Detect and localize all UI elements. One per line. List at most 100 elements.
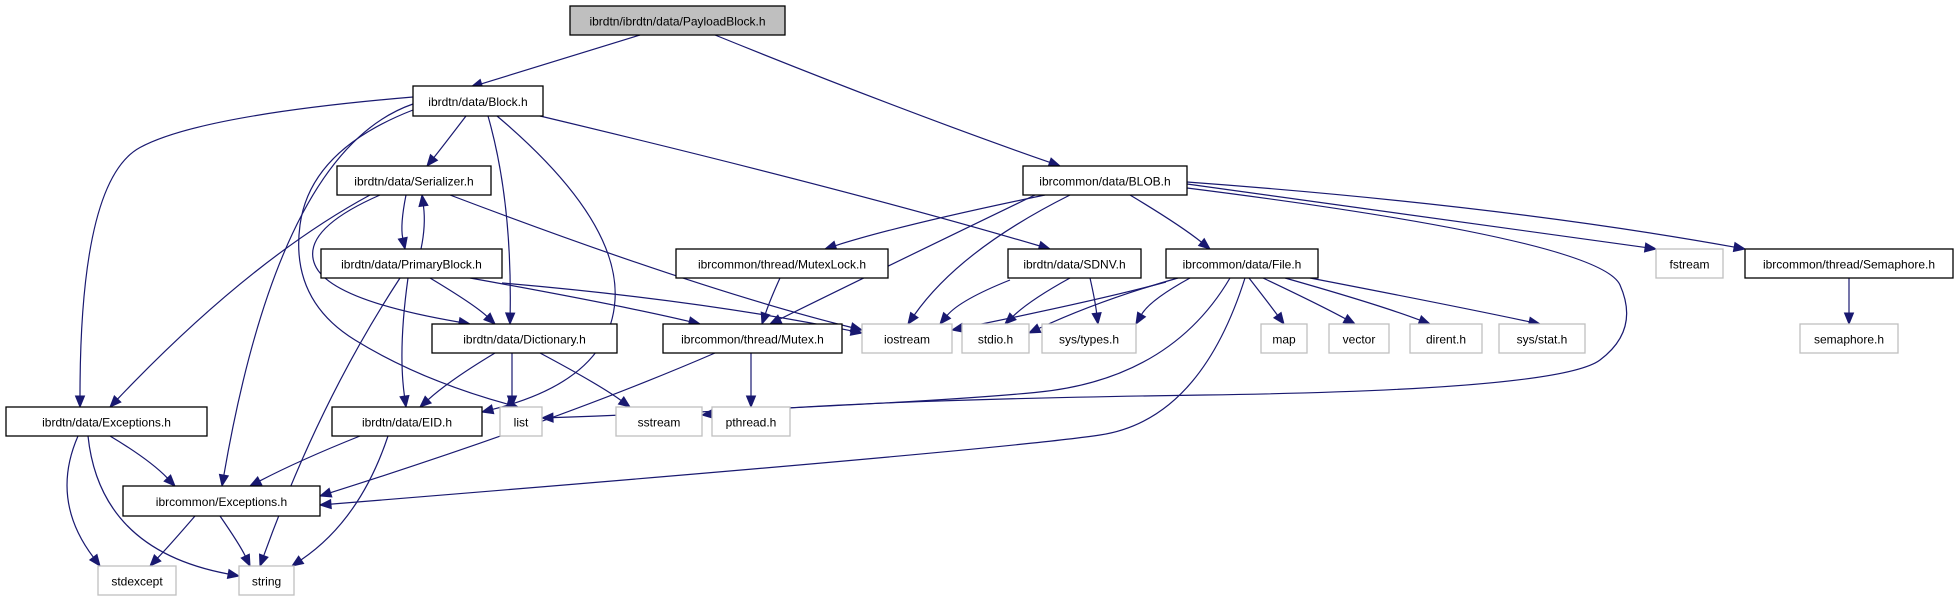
node-commonexceptions[interactable]: ibrcommon/Exceptions.h [122, 485, 321, 517]
node-map: map [1260, 323, 1308, 354]
arrowhead-icon [290, 555, 305, 567]
arrowhead-icon [506, 395, 518, 409]
edge-line [1141, 277, 1191, 315]
edge-line [764, 277, 781, 314]
node-label: sys/stat.h [1517, 333, 1568, 347]
arrowhead-icon [1732, 241, 1747, 253]
node-box [1165, 248, 1319, 279]
node-payloadblock[interactable]: ibrdtn/ibrdtn/data/PayloadBlock.h [569, 5, 786, 36]
arrowhead-icon [1417, 315, 1432, 325]
node-mutexlock[interactable]: ibrcommon/thread/MutexLock.h [675, 248, 889, 279]
node-label: semaphore.h [1814, 333, 1884, 347]
node-label: pthread.h [726, 416, 777, 430]
edge-line [87, 435, 229, 575]
node-pthread: pthread.h [711, 406, 791, 437]
edge-line [219, 515, 246, 557]
arrowhead-icon [1135, 311, 1147, 326]
edge-primaryblock-to-iostream [501, 282, 864, 336]
arrowhead-icon [760, 311, 771, 326]
arrowhead-icon [907, 311, 919, 326]
node-label: ibrdtn/data/Dictionary.h [463, 333, 586, 347]
node-label: ibrcommon/data/BLOB.h [1039, 175, 1170, 189]
edge-line [1262, 277, 1346, 320]
node-box [711, 406, 791, 437]
edge-line [714, 34, 1050, 163]
node-sdnv[interactable]: ibrdtn/data/SDNV.h [1007, 248, 1142, 279]
edge-primaryblock-to-eid [399, 277, 410, 409]
edge-line [539, 352, 622, 401]
node-label: ibrcommon/Exceptions.h [156, 495, 287, 509]
node-label: ibrdtn/data/PrimaryBlock.h [341, 258, 482, 272]
edge-dictionary-to-sstream [539, 352, 632, 408]
arrowhead-icon [419, 395, 433, 408]
arrowhead-icon [745, 395, 757, 409]
edge-line [835, 194, 1046, 247]
edge-line [1284, 277, 1420, 321]
node-label: ibrdtn/data/EID.h [362, 416, 452, 430]
edge-line [401, 277, 409, 397]
arrowhead-icon [1643, 242, 1658, 253]
edge-mutexlock-to-mutex [760, 277, 781, 326]
arrowhead-icon [74, 395, 86, 409]
node-primaryblock[interactable]: ibrdtn/data/PrimaryBlock.h [320, 248, 503, 279]
node-label: stdio.h [978, 333, 1013, 347]
edge-blob-to-sstream [700, 187, 1628, 420]
node-box [662, 323, 843, 354]
node-blob[interactable]: ibrcommon/data/BLOB.h [1022, 165, 1188, 196]
arrowhead-icon [1027, 323, 1042, 334]
node-box [238, 565, 295, 596]
arrowhead-icon [480, 404, 495, 415]
edge-file-to-commonexceptions [318, 277, 1246, 510]
node-box [615, 406, 703, 437]
edge-primaryblock-to-mutex [469, 277, 702, 327]
node-dtnexceptions[interactable]: ibrdtn/data/Exceptions.h [5, 406, 208, 437]
edge-payloadblock-to-blob [714, 34, 1062, 168]
node-box [1498, 323, 1586, 354]
edge-file-to-stdio [1027, 277, 1179, 334]
edge-line [157, 515, 196, 559]
node-label: dirent.h [1426, 333, 1466, 347]
arrowhead-icon [397, 236, 408, 251]
node-semaphoreh: semaphore.h [1799, 323, 1899, 354]
node-box [336, 165, 492, 196]
arrowhead-icon [504, 312, 516, 326]
node-string: string [238, 565, 295, 596]
node-file[interactable]: ibrcommon/data/File.h [1165, 248, 1319, 279]
edge-line [259, 435, 361, 482]
edge-commonexceptions-to-stdexcept [149, 515, 196, 567]
edge-block-to-serializer [426, 115, 467, 168]
edge-line [501, 282, 852, 332]
node-box [861, 323, 953, 354]
node-list: list [499, 406, 543, 437]
node-sstream: sstream [615, 406, 703, 437]
edge-line [433, 115, 467, 158]
node-semaphore[interactable]: ibrcommon/thread/Semaphore.h [1744, 248, 1954, 279]
edge-line [298, 109, 508, 405]
node-box [1041, 323, 1137, 354]
edge-file-to-map [1248, 277, 1285, 326]
edge-line [779, 194, 1036, 320]
node-block[interactable]: ibrdtn/data/Block.h [412, 85, 544, 117]
edge-blob-to-fstream [1186, 183, 1658, 253]
edge-eid-to-commonexceptions [248, 435, 361, 487]
arrowhead-icon [1047, 157, 1062, 168]
edge-serializer-to-dtnexceptions [109, 194, 371, 408]
edge-blob-to-file [1129, 194, 1212, 250]
node-eid[interactable]: ibrdtn/data/EID.h [331, 406, 483, 437]
arrowhead-icon [218, 473, 230, 488]
arrowhead-icon [163, 474, 176, 487]
arrowhead-icon [617, 395, 632, 408]
node-dictionary[interactable]: ibrdtn/data/Dictionary.h [431, 323, 618, 354]
edge-line [712, 187, 1628, 415]
node-serializer[interactable]: ibrdtn/data/Serializer.h [336, 165, 492, 196]
node-box [1409, 323, 1483, 354]
edge-line [312, 194, 460, 323]
node-box [569, 5, 786, 36]
node-mutex[interactable]: ibrcommon/thread/Mutex.h [662, 323, 843, 354]
edge-line [300, 435, 389, 561]
edge-line [109, 435, 168, 479]
node-box [97, 565, 177, 596]
edge-line [913, 194, 1071, 316]
edge-file-to-dirent [1284, 277, 1432, 325]
edges-layer [66, 34, 1855, 580]
